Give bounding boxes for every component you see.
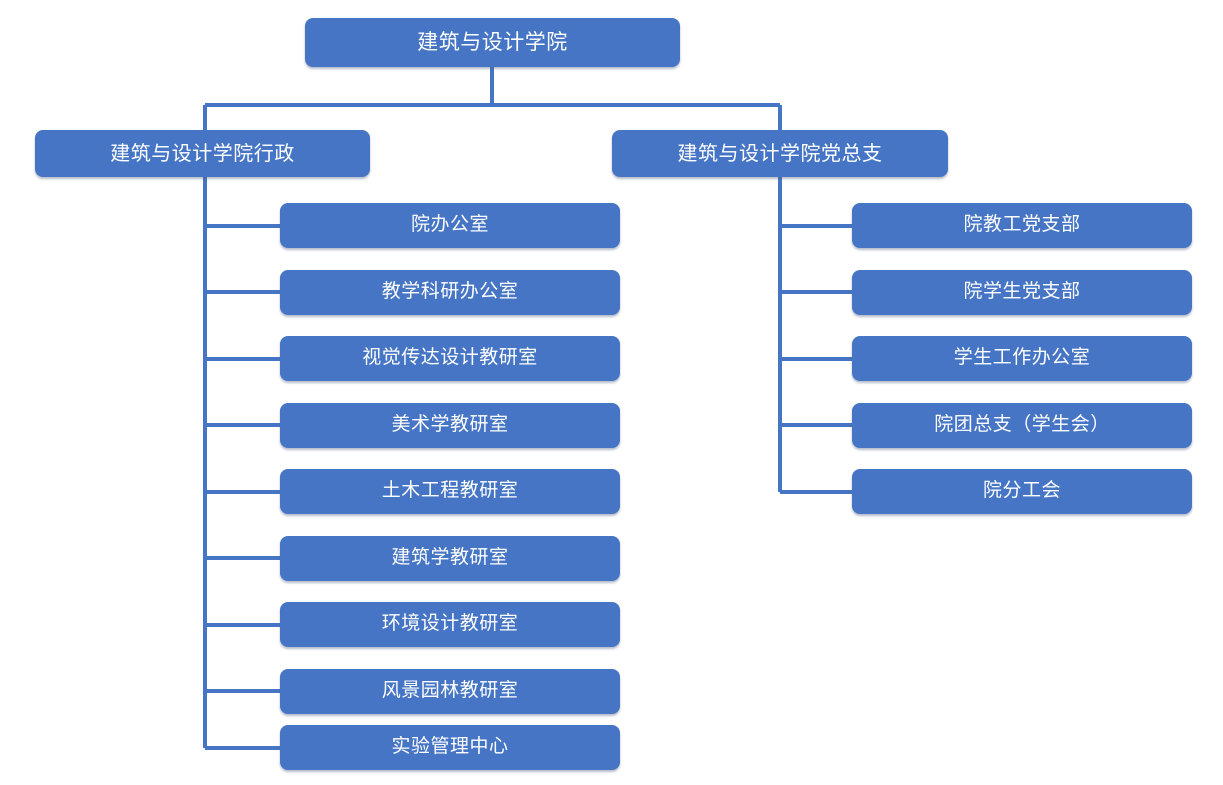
- node-leaf-admin-9[interactable]: 实验管理中心: [280, 725, 620, 770]
- node-leaf-admin-8[interactable]: 风景园林教研室: [280, 669, 620, 714]
- node-leaf-admin-2[interactable]: 教学科研办公室: [280, 270, 620, 315]
- node-leaf-party-3[interactable]: 学生工作办公室: [852, 336, 1192, 381]
- node-leaf-party-4[interactable]: 院团总支（学生会）: [852, 403, 1192, 448]
- node-leaf-party-5[interactable]: 院分工会: [852, 469, 1192, 514]
- node-leaf-admin-6[interactable]: 建筑学教研室: [280, 536, 620, 581]
- node-leaf-admin-3[interactable]: 视觉传达设计教研室: [280, 336, 620, 381]
- node-leaf-admin-1[interactable]: 院办公室: [280, 203, 620, 248]
- node-leaf-party-1[interactable]: 院教工党支部: [852, 203, 1192, 248]
- node-leaf-admin-7[interactable]: 环境设计教研室: [280, 602, 620, 647]
- node-leaf-admin-5[interactable]: 土木工程教研室: [280, 469, 620, 514]
- node-branch-administration[interactable]: 建筑与设计学院行政: [35, 130, 370, 177]
- node-branch-party[interactable]: 建筑与设计学院党总支: [612, 130, 948, 177]
- node-leaf-party-2[interactable]: 院学生党支部: [852, 270, 1192, 315]
- node-root[interactable]: 建筑与设计学院: [305, 18, 680, 67]
- node-leaf-admin-4[interactable]: 美术学教研室: [280, 403, 620, 448]
